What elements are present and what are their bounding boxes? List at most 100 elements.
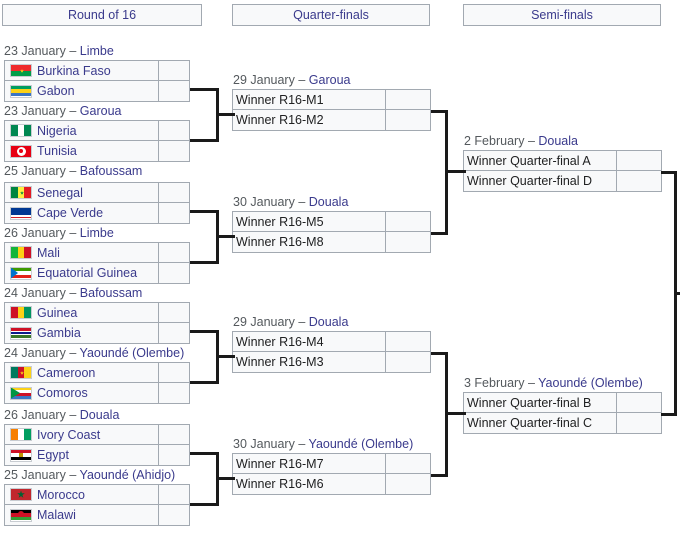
match-row[interactable]: Ivory Coast xyxy=(5,425,189,445)
team-name: Winner Quarter-final B xyxy=(467,395,592,410)
match-box-qf-a[interactable]: Winner R16-M1 Winner R16-M2 xyxy=(232,89,431,131)
match-row[interactable]: Mali xyxy=(5,243,189,263)
match-row[interactable]: Burkina Faso xyxy=(5,61,189,81)
match-box-qf-b[interactable]: Winner R16-M4 Winner R16-M3 xyxy=(232,331,431,373)
team-name[interactable]: Morocco xyxy=(37,487,85,502)
team-cell[interactable]: Winner Quarter-final A xyxy=(464,151,617,170)
team-cell[interactable]: Malawi xyxy=(5,505,159,525)
match-row[interactable]: Guinea xyxy=(5,303,189,323)
team-cell[interactable]: Winner R16-M5 xyxy=(233,212,386,231)
team-name[interactable]: Mali xyxy=(37,245,60,260)
team-cell[interactable]: Winner R16-M7 xyxy=(233,454,386,473)
connector-line xyxy=(216,477,235,480)
team-cell[interactable]: Nigeria xyxy=(5,121,159,140)
match-row[interactable]: Winner R16-M8 xyxy=(233,232,430,252)
team-name[interactable]: Cape Verde xyxy=(37,206,104,220)
team-cell[interactable]: Equatorial Guinea xyxy=(5,263,159,283)
team-name[interactable]: Malawi xyxy=(37,508,76,522)
flag-comoros-icon xyxy=(10,386,32,400)
match-row[interactable]: Winner R16-M2 xyxy=(233,110,430,130)
team-cell[interactable]: Cameroon xyxy=(5,363,159,382)
match-box-r16-m5[interactable]: Senegal Cape Verde xyxy=(4,182,190,224)
match-row[interactable]: Winner R16-M6 xyxy=(233,474,430,494)
match-row[interactable]: Malawi xyxy=(5,505,189,525)
team-cell[interactable]: Senegal xyxy=(5,183,159,202)
match-row[interactable]: Morocco xyxy=(5,485,189,505)
team-name[interactable]: Tunisia xyxy=(37,144,77,158)
team-name: Winner R16-M8 xyxy=(236,235,324,249)
match-row[interactable]: Egypt xyxy=(5,445,189,465)
team-name[interactable]: Gabon xyxy=(37,84,75,98)
match-box-r16-m2[interactable]: Nigeria Tunisia xyxy=(4,120,190,162)
caption-separator: – xyxy=(527,376,535,390)
team-name[interactable]: Gambia xyxy=(37,326,81,340)
team-name[interactable]: Guinea xyxy=(37,305,78,320)
match-row[interactable]: Winner R16-M7 xyxy=(233,454,430,474)
team-cell[interactable]: Tunisia xyxy=(5,141,159,161)
match-box-r16-m4[interactable]: Guinea Gambia xyxy=(4,302,190,344)
team-cell[interactable]: Burkina Faso xyxy=(5,61,159,80)
team-cell[interactable]: Mali xyxy=(5,243,159,262)
match-row[interactable]: Gambia xyxy=(5,323,189,343)
team-cell[interactable]: Comoros xyxy=(5,383,159,403)
match-box-r16-m7[interactable]: Ivory Coast Egypt xyxy=(4,424,190,466)
team-cell[interactable]: Winner R16-M3 xyxy=(233,352,386,372)
match-caption: 29 January – Douala xyxy=(233,315,348,329)
team-name[interactable]: Burkina Faso xyxy=(37,63,111,78)
caption-separator: – xyxy=(69,104,77,118)
match-row[interactable]: Winner Quarter-final C xyxy=(464,413,661,433)
team-cell[interactable]: Winner Quarter-final B xyxy=(464,393,617,412)
team-cell[interactable]: Winner R16-M2 xyxy=(233,110,386,130)
connector-line xyxy=(661,413,677,416)
match-row[interactable]: Winner Quarter-final D xyxy=(464,171,661,191)
team-cell[interactable]: Winner R16-M6 xyxy=(233,474,386,494)
match-row[interactable]: Winner R16-M3 xyxy=(233,352,430,372)
match-box-r16-m6[interactable]: Morocco Malawi xyxy=(4,484,190,526)
match-row[interactable]: Comoros xyxy=(5,383,189,403)
match-row[interactable]: Winner R16-M1 xyxy=(233,90,430,110)
connector-line xyxy=(445,412,466,415)
team-cell[interactable]: Winner R16-M4 xyxy=(233,332,386,351)
team-cell[interactable]: Winner Quarter-final C xyxy=(464,413,617,433)
match-row[interactable]: Senegal xyxy=(5,183,189,203)
match-box-sf-1[interactable]: Winner Quarter-final A Winner Quarter-fi… xyxy=(463,150,662,192)
team-cell[interactable]: Winner Quarter-final D xyxy=(464,171,617,191)
team-cell[interactable]: Egypt xyxy=(5,445,159,465)
match-row[interactable]: Equatorial Guinea xyxy=(5,263,189,283)
match-box-qf-d[interactable]: Winner R16-M5 Winner R16-M8 xyxy=(232,211,431,253)
match-box-r16-m8[interactable]: Mali Equatorial Guinea xyxy=(4,242,190,284)
match-row[interactable]: Winner Quarter-final A xyxy=(464,151,661,171)
team-cell[interactable]: Winner R16-M8 xyxy=(233,232,386,252)
team-name[interactable]: Nigeria xyxy=(37,123,77,138)
match-row[interactable]: Cape Verde xyxy=(5,203,189,223)
team-name[interactable]: Senegal xyxy=(37,185,83,200)
match-box-qf-c[interactable]: Winner R16-M7 Winner R16-M6 xyxy=(232,453,431,495)
team-name[interactable]: Equatorial Guinea xyxy=(37,266,138,280)
match-row[interactable]: Winner R16-M5 xyxy=(233,212,430,232)
team-cell[interactable]: Cape Verde xyxy=(5,203,159,223)
team-name[interactable]: Comoros xyxy=(37,386,88,400)
match-row[interactable]: Nigeria xyxy=(5,121,189,141)
match-box-sf-2[interactable]: Winner Quarter-final B Winner Quarter-fi… xyxy=(463,392,662,434)
connector-line xyxy=(190,88,219,91)
match-date: 24 January xyxy=(4,286,66,300)
score-cell xyxy=(617,413,661,433)
match-box-r16-m3[interactable]: Cameroon Comoros xyxy=(4,362,190,404)
team-cell[interactable]: Guinea xyxy=(5,303,159,322)
team-cell[interactable]: Ivory Coast xyxy=(5,425,159,444)
team-cell[interactable]: Gabon xyxy=(5,81,159,101)
match-row[interactable]: Cameroon xyxy=(5,363,189,383)
team-cell[interactable]: Winner R16-M1 xyxy=(233,90,386,109)
match-row[interactable]: Winner R16-M4 xyxy=(233,332,430,352)
team-name[interactable]: Cameroon xyxy=(37,365,96,380)
match-row[interactable]: Gabon xyxy=(5,81,189,101)
team-cell[interactable]: Gambia xyxy=(5,323,159,343)
team-name[interactable]: Egypt xyxy=(37,448,69,462)
column-header-semi-finals: Semi-finals xyxy=(463,4,661,26)
match-caption: 26 January – Douala xyxy=(4,408,119,422)
match-box-r16-m1[interactable]: Burkina Faso Gabon xyxy=(4,60,190,102)
team-cell[interactable]: Morocco xyxy=(5,485,159,504)
team-name[interactable]: Ivory Coast xyxy=(37,427,101,442)
match-row[interactable]: Winner Quarter-final B xyxy=(464,393,661,413)
match-row[interactable]: Tunisia xyxy=(5,141,189,161)
